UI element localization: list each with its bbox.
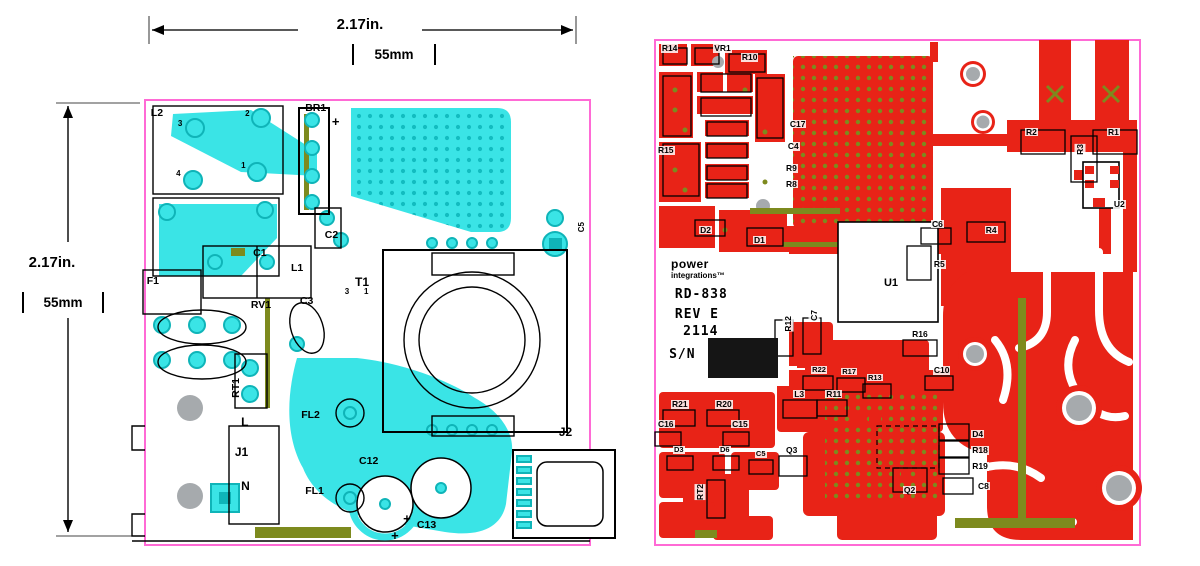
pad-inner-square — [549, 238, 562, 251]
logo-line1: power — [671, 257, 709, 272]
power-integrations-logo: power integrations™ — [671, 257, 725, 280]
bottom-side-layout: power integrations™ RD-838 REV E 2114 S/… — [654, 39, 1142, 546]
top-layout-artwork — [131, 99, 616, 546]
board-date-code: 2114 — [683, 323, 719, 339]
board-model: RD-838 — [674, 286, 728, 302]
dim-height-mm: 55mm — [22, 292, 104, 313]
mounting-holes — [712, 56, 1142, 511]
logo-line2: integrations™ — [671, 271, 725, 281]
dot-grid-bottom — [825, 394, 937, 504]
dim-width-mm-value: 55mm — [374, 47, 414, 62]
mounting-holes — [177, 395, 203, 509]
transformer-outline — [382, 249, 568, 433]
dim-height-mm-value: 55mm — [43, 295, 83, 310]
olive-pads — [231, 114, 351, 538]
dim-height-inches: 2.17in. — [28, 254, 76, 271]
dashed-outline — [876, 425, 940, 469]
dot-grid-top — [793, 56, 933, 228]
serial-label: S/N — [669, 347, 696, 363]
board-rev: REV E — [674, 307, 720, 323]
serial-number-block — [708, 338, 778, 378]
smd-pads — [665, 133, 1135, 482]
main-ic-body — [837, 221, 939, 323]
output-connector — [512, 449, 616, 539]
thermal-dot-grid — [351, 108, 511, 232]
silkscreen-outlines — [142, 105, 568, 525]
height-dimension-arrows — [56, 102, 140, 537]
pad-inner-square — [219, 492, 231, 504]
through-hole-pads — [153, 108, 568, 513]
dim-width-inches: 2.17in. — [336, 16, 384, 33]
dim-width-mm: 55mm — [352, 44, 436, 65]
olive-traces — [672, 84, 1121, 538]
board-edge-cutouts — [131, 425, 590, 542]
